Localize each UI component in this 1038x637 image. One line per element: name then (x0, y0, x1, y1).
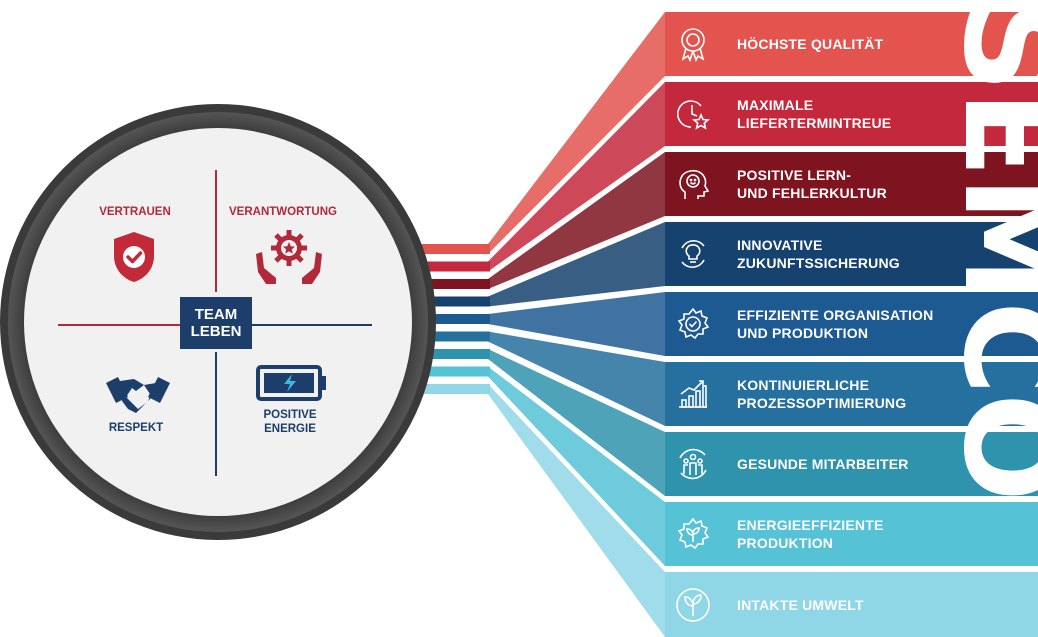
award-rosette-icon (681, 28, 705, 62)
connector-ray (488, 349, 665, 496)
value-label: ENERGIEEFFIZIENTE PRODUKTION (737, 517, 884, 551)
gear-check-icon (677, 307, 710, 340)
quadrant-label-vertrauen: VERTRAUEN (99, 206, 171, 218)
connector-stripe (395, 279, 490, 289)
sprout-icon (676, 587, 710, 622)
value-label: INTAKTE UMWELT (737, 596, 864, 613)
value-label: KONTINUIERLICHE PROZESSOPTIMIERUNG (737, 377, 907, 411)
value-label: MAXIMALE LIEFERTERMINTREUE (737, 97, 892, 131)
connector-stripe (395, 296, 490, 307)
connector-ray (488, 12, 665, 254)
brand-text: SEMCO (955, 0, 1038, 500)
value-band-zukunftssicherung: INNOVATIVE ZUKUNFTSSICHERUNG (665, 222, 1038, 286)
value-label: POSITIVE LERN- UND FEHLERKULTUR (737, 167, 887, 201)
value-band-energieeffiziente-produktion: ENERGIEEFFIZIENTE PRODUKTION (665, 502, 1038, 566)
value-band-liefertermintreue: MAXIMALE LIEFERTERMINTREUE (665, 82, 1038, 146)
hands-gear-star-icon (256, 230, 322, 284)
connector-stripe (395, 366, 490, 377)
connector-ray (488, 366, 665, 566)
quadrant-label-verantwortung: VERANTWORTUNG (229, 206, 337, 218)
connector-stripe (395, 384, 490, 394)
value-label: GESUNDE MITARBEITER (737, 456, 909, 472)
connector-stripe (395, 331, 490, 342)
quadrant-label-respekt: RESPEKT (108, 422, 164, 434)
connector-stripe (395, 349, 490, 359)
gear-leaf-icon (677, 517, 710, 550)
brand-wordmark: SEMCO (955, 0, 1038, 637)
head-smile-icon (679, 169, 710, 199)
value-band-effiziente-organisation: EFFIZIENTE ORGANISATION UND PRODUKTION (665, 292, 1038, 356)
growth-chart-icon (679, 380, 707, 408)
connector-ray (488, 384, 665, 637)
value-label: HÖCHSTE QUALITÄT (737, 36, 884, 52)
value-band-prozessoptimierung: KONTINUIERLICHE PROZESSOPTIMIERUNG (665, 362, 1038, 426)
connector-stripe (395, 314, 490, 324)
people-cycle-icon (679, 448, 707, 480)
connector-ray (488, 292, 665, 356)
connector-ray (488, 82, 665, 272)
clock-star-icon (676, 100, 710, 130)
value-band-intakte-umwelt: INTAKTE UMWELT (665, 572, 1038, 637)
value-band-hoechste-qualitaet: HÖCHSTE QUALITÄT (665, 12, 1038, 76)
handshake-icon (106, 377, 170, 413)
battery-charge-icon (256, 365, 326, 401)
lightbulb-cycle-icon (681, 240, 705, 268)
value-band-gesunde-mitarbeiter: GESUNDE MITARBEITER (665, 432, 1038, 496)
value-label: INNOVATIVE ZUKUNFTSSICHERUNG (737, 237, 900, 271)
connector-stripe (395, 261, 490, 272)
connector-ray (488, 152, 665, 289)
value-band-lern-und-fehlerkultur: POSITIVE LERN- UND FEHLERKULTUR (665, 152, 1038, 216)
shield-check-icon (114, 232, 154, 282)
quadrant-label-positive-energie: POSITIVE ENERGIE (263, 409, 317, 435)
team-leben-box: TEAM LEBEN (180, 297, 252, 349)
connector-stripe (395, 244, 490, 254)
value-label: EFFIZIENTE ORGANISATION UND PRODUKTION (737, 307, 934, 341)
connector-ray (488, 222, 665, 307)
team-circle (0, 104, 436, 540)
connector-ray (488, 331, 665, 426)
